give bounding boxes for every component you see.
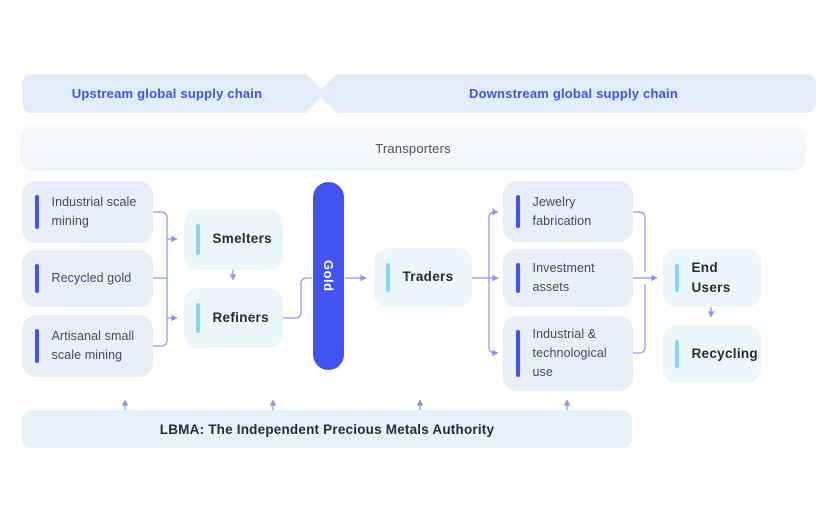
node-recycling: Recycling	[663, 325, 761, 383]
wire-jewelry-merge	[633, 211, 646, 272]
node-label: Investment assets	[532, 261, 595, 294]
accent-bar	[35, 329, 39, 363]
node-gold: Gold	[313, 182, 344, 370]
accent-bar	[386, 263, 390, 292]
banner-downstream: Downstream global supply chain	[317, 74, 816, 113]
node-label: Recycling	[691, 345, 758, 361]
accent-bar	[196, 303, 200, 333]
gold-label: Gold	[321, 260, 336, 292]
banner-downstream-label: Downstream global supply chain	[469, 86, 678, 101]
node-smelters: Smelters	[184, 209, 283, 270]
lbma-band: LBMA: The Independent Precious Metals Au…	[22, 410, 632, 448]
banner-upstream: Upstream global supply chain	[22, 74, 326, 113]
wire-to-jewelry	[488, 208, 499, 278]
node-label: Artisanal small scale mining	[51, 329, 135, 362]
node-label: Industrial scale mining	[51, 195, 137, 228]
node-label: Traders	[402, 269, 454, 285]
node-label: Recycled gold	[51, 271, 132, 286]
node-end-users: End Users	[663, 249, 761, 307]
accent-bar	[516, 330, 520, 377]
node-jewelry-fabrication: Jewelry fabrication	[503, 181, 633, 242]
node-industrial-scale-mining: Industrial scale mining	[22, 181, 153, 243]
node-industrial-technological-use: Industrial & technological use	[503, 316, 633, 391]
accent-bar	[35, 195, 39, 229]
wire-refiners-to-gold	[283, 277, 312, 319]
wire-industrial-merge	[633, 284, 646, 354]
node-label: Refiners	[212, 309, 269, 325]
wire-sources-rail	[153, 211, 168, 347]
node-traders: Traders	[374, 248, 472, 307]
transporters-band: Transporters	[20, 125, 806, 171]
transporters-label: Transporters	[375, 140, 451, 156]
node-investment-assets: Investment assets	[503, 249, 633, 307]
node-label: Smelters	[212, 231, 272, 247]
accent-bar	[516, 195, 520, 228]
accent-bar	[35, 264, 39, 293]
node-label: Jewelry fabrication	[532, 194, 592, 228]
lbma-label: LBMA: The Independent Precious Metals Au…	[159, 421, 495, 437]
node-artisanal-small-scale-mining: Artisanal small scale mining	[22, 315, 153, 377]
wire-to-industrial-use	[488, 278, 499, 357]
accent-bar	[675, 264, 679, 292]
node-recycled-gold: Recycled gold	[22, 250, 153, 307]
banner-upstream-label: Upstream global supply chain	[71, 86, 263, 101]
node-refiners: Refiners	[184, 288, 283, 348]
accent-bar	[196, 224, 200, 255]
accent-bar	[675, 340, 679, 368]
accent-bar	[516, 263, 520, 293]
node-label: End Users	[691, 259, 731, 295]
node-label: Industrial & technological use	[532, 327, 607, 379]
